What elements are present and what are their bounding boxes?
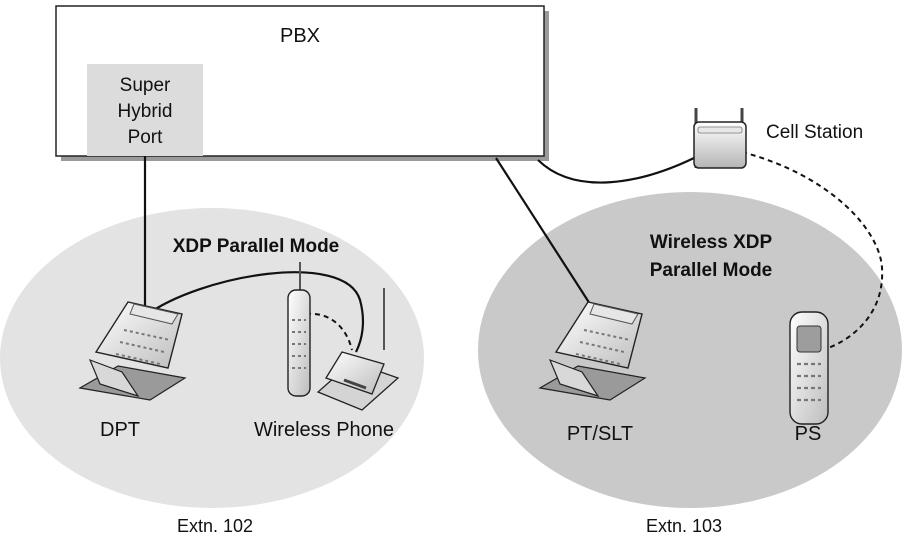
dpt-to-wireless-base-cable [144,271,365,353]
pbx-to-cell-station-cable [537,157,695,184]
right-zone [478,192,902,508]
wireless-phone-label: Wireless Phone [254,419,394,441]
wireless-phone-icon [287,262,400,411]
cell-station-label: Cell Station [766,122,863,143]
left-zone [0,208,424,508]
pt-slt-phone-icon [538,301,647,401]
cell-station-icon [693,108,747,169]
right-mode-label-line-2: Parallel Mode [650,260,773,281]
port-label-line-3: Port [128,127,164,148]
pbx-to-pt-cable [495,157,591,305]
dpt-label: DPT [100,419,140,441]
right-mode-label-line-1: Wireless XDP [650,232,773,253]
port-label-line-1: Super [120,75,171,96]
cell-station-to-ps-radio-link [741,151,884,349]
port-label-line-2: Hybrid [118,101,173,122]
super-hybrid-port[interactable] [87,64,203,156]
dpt-phone-icon [78,301,187,401]
wireless-handset-radio-link [305,312,353,351]
extension-102-label: Extn. 102 [177,516,253,536]
pbx-title: PBX [280,25,320,47]
left-mode-label: XDP Parallel Mode [173,236,340,257]
ps-handset-icon [789,311,829,425]
ps-label: PS [795,423,822,445]
pt-slt-label: PT/SLT [567,423,633,445]
extension-103-label: Extn. 103 [646,516,722,536]
